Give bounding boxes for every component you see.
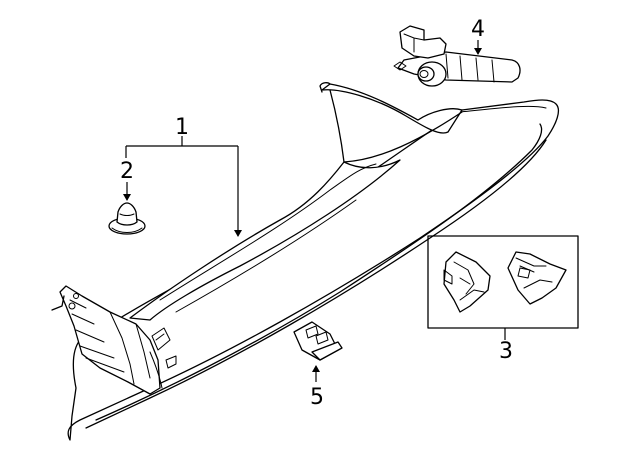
callout-5: 5 — [310, 385, 324, 410]
callout-1: 1 — [175, 115, 189, 140]
callout-3: 3 — [499, 339, 513, 364]
callout-2: 2 — [120, 159, 134, 184]
glove-box-assembly — [51, 82, 560, 441]
latch-lock-assembly — [393, 25, 521, 87]
leader-lines — [123, 40, 506, 382]
bumper-stop — [293, 321, 343, 361]
clip-kit-box — [427, 235, 579, 329]
push-pin-clip — [108, 202, 146, 235]
callout-4: 4 — [471, 17, 485, 42]
